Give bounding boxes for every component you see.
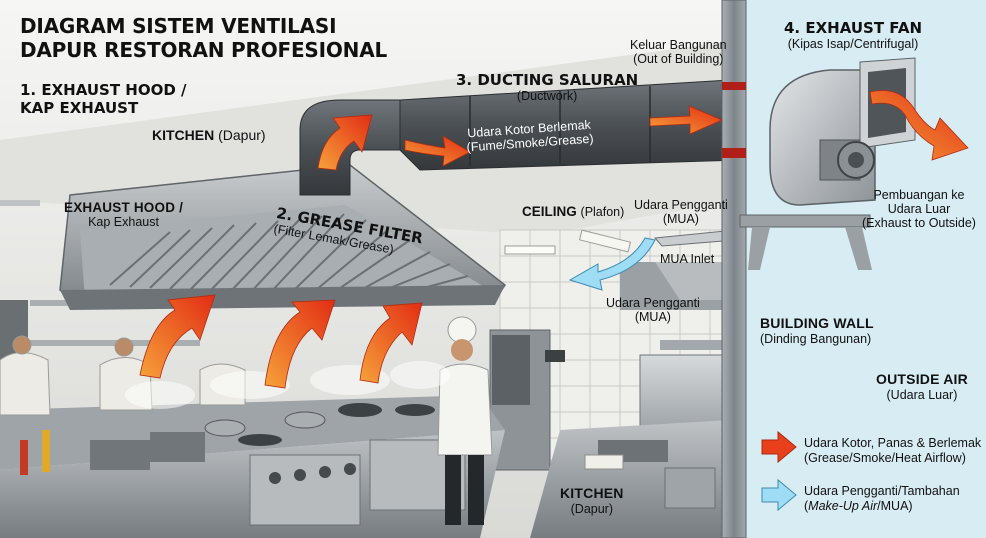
- mua-mid-line-2: (MUA): [634, 310, 671, 324]
- discharge-line-3: (Exhaust to Outside): [862, 216, 976, 230]
- legend-makeup-air-line-2: (Make-Up Air/MUA): [804, 499, 913, 513]
- hood-label-line-1: EXHAUST HOOD /: [64, 200, 184, 215]
- legend-makeup-air-line-1: Udara Pengganti/Tambahan: [804, 484, 960, 498]
- outside-air-label: OUTSIDE AIR (Udara Luar): [876, 371, 968, 402]
- mua-inlet-label: MUA Inlet: [660, 252, 715, 266]
- mua-top-line-1: Udara Pengganti: [634, 198, 728, 212]
- out-of-building-line-1: Keluar Bangunan: [630, 38, 727, 52]
- exhaust-fan: [739, 57, 916, 270]
- step-1-label: 1. EXHAUST HOOD / KAP EXHAUST: [20, 81, 187, 117]
- legend-icons: [761, 430, 797, 512]
- outside-air-sub: (Udara Luar): [886, 387, 958, 402]
- out-of-building-label: Keluar Bangunan (Out of Building): [630, 38, 727, 66]
- mua-mid-label: Udara Pengganti (MUA): [606, 296, 700, 324]
- hood-label-line-2: Kap Exhaust: [88, 215, 159, 230]
- step-1-line-2: KAP EXHAUST: [20, 98, 139, 117]
- mua-top-line-2: (MUA): [662, 212, 699, 226]
- title-line-2: DAPUR RESTORAN PROFESIONAL: [20, 38, 388, 62]
- kitchen-top-normal: (Dapur): [218, 127, 266, 143]
- chef-figure: [437, 316, 493, 525]
- building-wall-label: BUILDING WALL (Dinding Bangunan): [760, 315, 874, 346]
- discharge-line-1: Pembuangan ke: [873, 188, 965, 202]
- ceiling-normal: (Plafon): [580, 205, 625, 219]
- kitchen-bottom-sub: (Dapur): [570, 501, 613, 516]
- smoke: [125, 361, 450, 409]
- legend-hot-air-text: Udara Kotor, Panas & Berlemak (Grease/Sm…: [804, 436, 981, 466]
- step-1-line-1: 1. EXHAUST HOOD /: [20, 81, 187, 99]
- ceiling-label: CEILING (Plafon): [522, 204, 624, 219]
- mua-top-label: Udara Pengganti (MUA): [634, 198, 728, 226]
- mua-mid-line-1: Udara Pengganti: [606, 296, 700, 310]
- building-wall: [721, 0, 747, 538]
- building-wall-title: BUILDING WALL: [760, 315, 874, 331]
- building-wall-sub: (Dinding Bangunan): [760, 331, 872, 346]
- kitchen-top-label: KITCHEN (Dapur): [152, 127, 266, 144]
- diagram-title: DIAGRAM SISTEM VENTILASI DAPUR RESTORAN …: [20, 14, 387, 62]
- discharge-label: Pembuangan ke Udara Luar (Exhaust to Out…: [862, 188, 976, 230]
- step-4-title: 4. EXHAUST FAN: [784, 19, 922, 37]
- legend-makeup-air-italic: Make-Up Air: [808, 499, 878, 513]
- hood-label: EXHAUST HOOD / Kap Exhaust: [64, 200, 183, 229]
- kitchen-bottom-title: KITCHEN: [560, 485, 624, 501]
- legend-hot-air-line-2: (Grease/Smoke/Heat Airflow): [804, 451, 966, 465]
- exhaust-hood: [59, 164, 507, 310]
- legend-item-hot-air: Udara Kotor, Panas & Berlemak (Grease/Sm…: [804, 436, 981, 466]
- hot-air-arrows: [139, 90, 969, 389]
- cooking-line: [0, 395, 505, 538]
- discharge-line-2: Udara Luar: [887, 202, 951, 216]
- step-3-label: 3. DUCTING SALURAN (Ductwork): [456, 72, 638, 103]
- outside-air-title: OUTSIDE AIR: [876, 371, 968, 387]
- step-4-label: 4. EXHAUST FAN (Kipas Isap/Centrifugal): [784, 20, 922, 51]
- title-line-1: DIAGRAM SISTEM VENTILASI: [20, 14, 337, 38]
- legend-makeup-air-text: Udara Pengganti/Tambahan (Make-Up Air/MU…: [804, 484, 960, 514]
- out-of-building-line-2: (Out of Building): [633, 52, 724, 66]
- kitchen-top-bold: KITCHEN: [152, 127, 215, 143]
- step-3-title: 3. DUCTING SALURAN: [456, 71, 639, 89]
- legend-makeup-air-rest: /MUA): [877, 499, 913, 513]
- makeup-air-arrow: [568, 237, 656, 291]
- legend-item-makeup-air: Udara Pengganti/Tambahan (Make-Up Air/MU…: [804, 484, 960, 514]
- legend-hot-air-line-1: Udara Kotor, Panas & Berlemak: [804, 436, 982, 450]
- kitchen-bottom-label: KITCHEN (Dapur): [560, 485, 624, 516]
- step-4-sub: (Kipas Isap/Centrifugal): [787, 36, 919, 51]
- ceiling-bold: CEILING: [522, 204, 577, 219]
- step-3-sub: (Ductwork): [516, 88, 578, 103]
